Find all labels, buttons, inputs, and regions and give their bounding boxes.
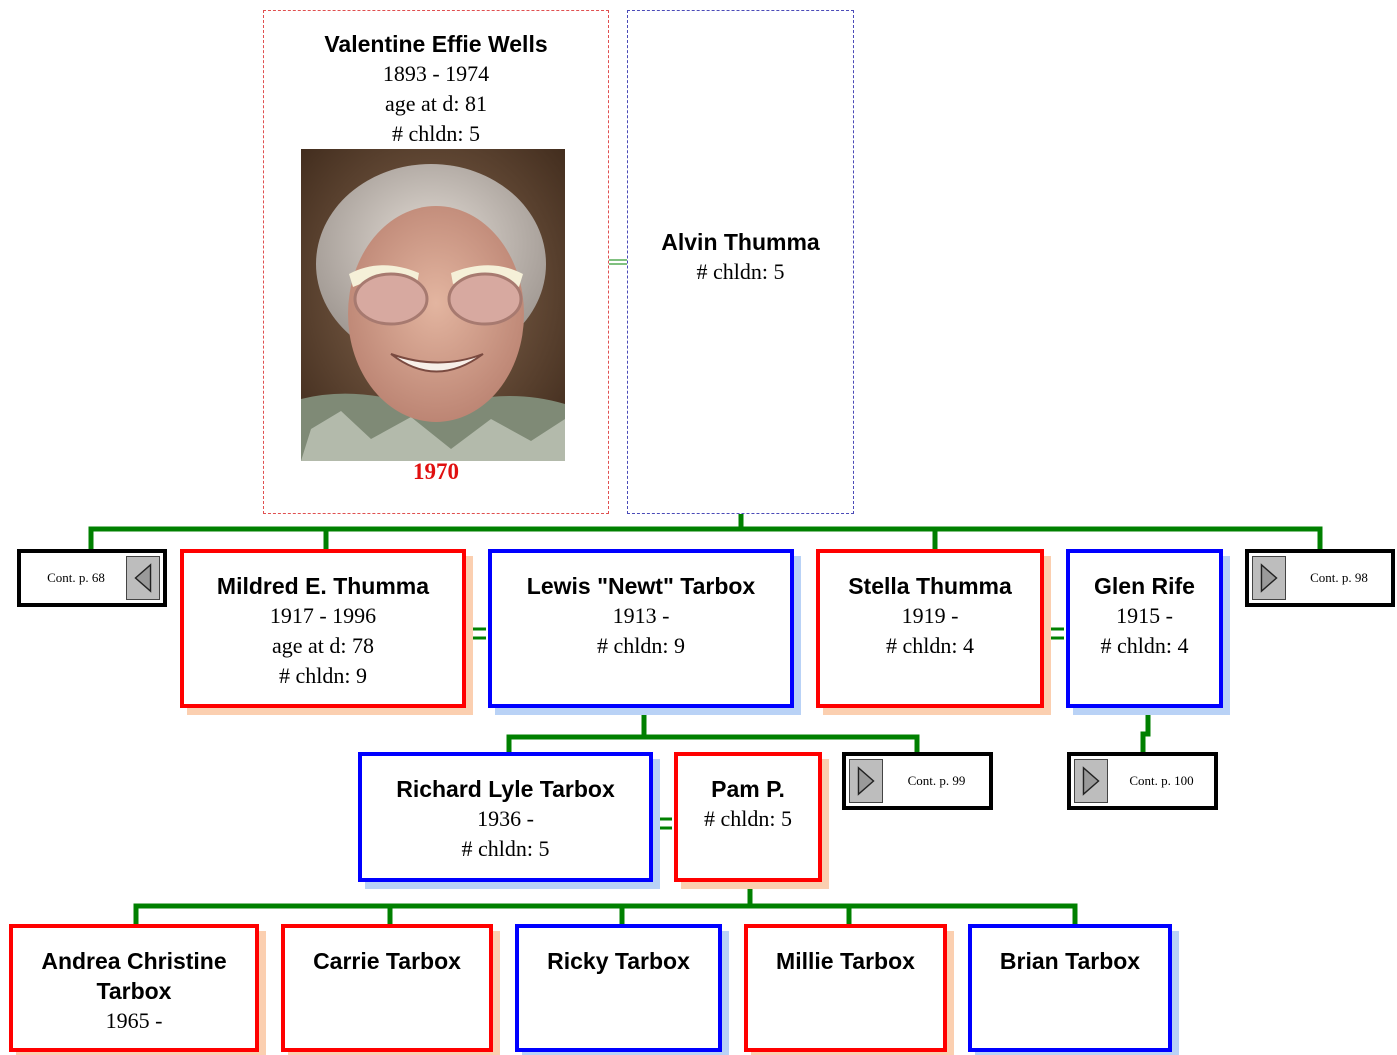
person-children-count: # chldn: 5 xyxy=(392,121,480,146)
person-children-count: # chldn: 9 xyxy=(597,633,685,658)
person-name: Alvin Thumma xyxy=(661,229,820,255)
arrow-left-icon[interactable] xyxy=(126,556,160,600)
person-children-count: # chldn: 5 xyxy=(704,806,792,831)
person-richard-lyle-tarbox[interactable]: Richard Lyle Tarbox 1936 - # chldn: 5 xyxy=(358,752,653,882)
photo-year: 1970 xyxy=(413,459,459,484)
marriage-mildred-lewis xyxy=(472,627,486,640)
person-glen-rife[interactable]: Glen Rife 1915 - # chldn: 4 xyxy=(1066,549,1223,708)
person-dates: 1913 - xyxy=(612,603,670,628)
person-stella-thumma[interactable]: Stella Thumma 1919 - # chldn: 4 xyxy=(816,549,1044,708)
continuation-p99[interactable]: Cont. p. 99 xyxy=(842,752,993,810)
person-name: Ricky Tarbox xyxy=(547,948,690,974)
person-name: Pam P. xyxy=(711,776,785,802)
person-mildred-e-thumma[interactable]: Mildred E. Thumma 1917 - 1996 age at d: … xyxy=(180,549,466,708)
marriage-richard-pam xyxy=(656,817,672,830)
person-millie-tarbox[interactable]: Millie Tarbox xyxy=(744,924,947,1052)
person-alvin-thumma[interactable]: Alvin Thumma # chldn: 5 xyxy=(627,10,854,514)
continuation-label: Cont. p. 68 xyxy=(47,570,105,585)
person-children-count: # chldn: 5 xyxy=(696,259,785,284)
person-name: Brian Tarbox xyxy=(999,948,1141,974)
person-name: Glen Rife xyxy=(1094,573,1195,599)
person-name: Richard Lyle Tarbox xyxy=(396,776,615,802)
person-name: Millie Tarbox xyxy=(776,948,915,974)
person-age-at-death: age at d: 78 xyxy=(271,633,375,658)
person-name: Valentine Effie Wells xyxy=(324,31,548,57)
person-dates: 1915 - xyxy=(1116,603,1173,628)
person-name: Carrie Tarbox xyxy=(313,948,461,974)
marriage-valentine-alvin xyxy=(609,259,627,265)
person-lewis-newt-tarbox[interactable]: Lewis "Newt" Tarbox 1913 - # chldn: 9 xyxy=(488,549,794,708)
person-valentine-effie-wells[interactable]: Valentine Effie Wells 1893 - 1974 age at… xyxy=(263,10,609,514)
person-pam-p[interactable]: Pam P. # chldn: 5 xyxy=(674,752,822,882)
arrow-right-icon[interactable] xyxy=(1252,556,1286,600)
person-carrie-tarbox[interactable]: Carrie Tarbox xyxy=(281,924,493,1052)
continuation-label: Cont. p. 99 xyxy=(907,773,966,788)
continuation-label: Cont. p. 100 xyxy=(1129,773,1194,788)
person-dates: 1919 - xyxy=(901,603,959,628)
person-children-count: # chldn: 9 xyxy=(279,663,367,688)
richard-pam-children-line xyxy=(133,883,1078,927)
person-dates: 1965 - xyxy=(105,1008,163,1033)
continuation-p68[interactable]: Cont. p. 68 xyxy=(17,549,167,607)
person-name: Lewis "Newt" Tarbox xyxy=(526,573,756,599)
person-dates: 1893 - 1974 xyxy=(382,61,490,86)
person-name: Mildred E. Thumma xyxy=(216,573,430,599)
person-andrea-christine-tarbox[interactable]: Andrea Christine Tarbox 1965 - xyxy=(9,924,259,1052)
person-name: Andrea Christine Tarbox xyxy=(41,948,227,1004)
person-children-count: # chldn: 5 xyxy=(461,836,550,861)
marriage-stella-glen xyxy=(1049,627,1064,640)
person-dates: 1936 - xyxy=(477,806,534,831)
person-dates: 1917 - 1996 xyxy=(269,603,377,628)
person-brian-tarbox[interactable]: Brian Tarbox xyxy=(968,924,1172,1052)
stella-glen-children-line xyxy=(1140,714,1151,755)
portrait-photo xyxy=(301,149,565,461)
mildred-lewis-children-line xyxy=(506,714,920,755)
continuation-label: Cont. p. 98 xyxy=(1310,570,1368,585)
arrow-right-icon[interactable] xyxy=(1074,759,1108,803)
continuation-p98[interactable]: Cont. p. 98 xyxy=(1245,549,1395,607)
arrow-right-icon[interactable] xyxy=(849,759,883,803)
continuation-p100[interactable]: Cont. p. 100 xyxy=(1067,752,1218,810)
person-name: Stella Thumma xyxy=(848,573,1012,599)
person-children-count: # chldn: 4 xyxy=(886,633,974,658)
person-children-count: # chldn: 4 xyxy=(1100,633,1189,658)
person-ricky-tarbox[interactable]: Ricky Tarbox xyxy=(515,924,722,1052)
person-age-at-death: age at d: 81 xyxy=(384,91,488,116)
